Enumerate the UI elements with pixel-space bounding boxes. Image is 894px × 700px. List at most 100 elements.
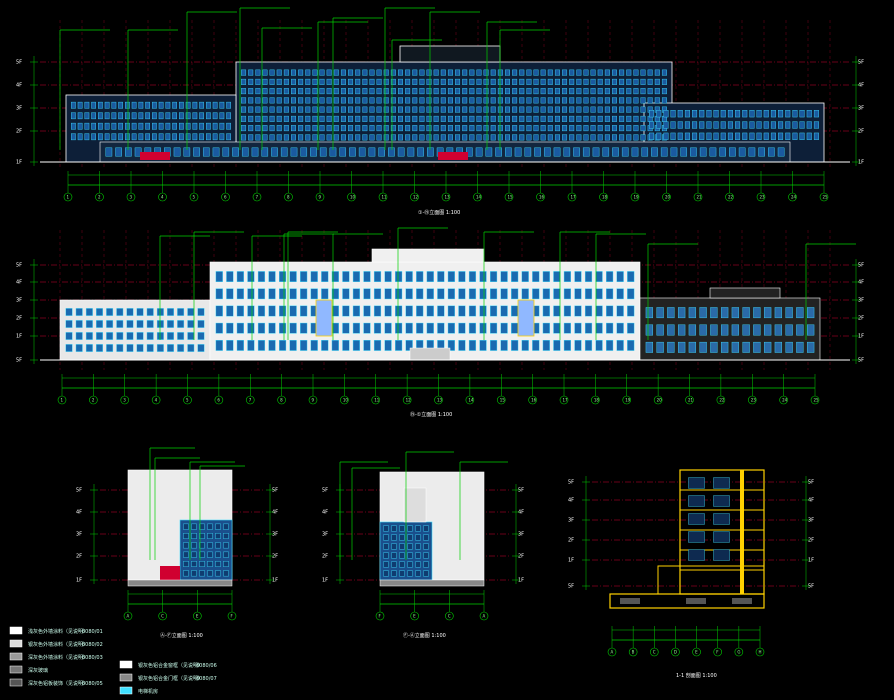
window xyxy=(462,115,468,122)
window xyxy=(395,288,403,300)
window xyxy=(562,106,568,113)
window xyxy=(298,125,304,132)
window xyxy=(106,332,114,340)
window xyxy=(778,121,784,129)
level-label: 1F xyxy=(272,578,278,584)
window xyxy=(407,525,413,532)
axis-label: 23 xyxy=(751,398,757,403)
window xyxy=(627,305,635,317)
window xyxy=(758,147,765,157)
window xyxy=(476,88,482,95)
axis-bubble xyxy=(788,192,797,202)
window xyxy=(222,147,230,157)
axis-label: 4 xyxy=(155,398,158,403)
window xyxy=(193,147,200,157)
window xyxy=(298,78,304,85)
window xyxy=(126,344,134,352)
window xyxy=(283,115,289,122)
window xyxy=(96,332,103,340)
window xyxy=(526,88,532,95)
window xyxy=(670,121,676,129)
window xyxy=(713,477,730,489)
window xyxy=(654,69,660,76)
axis-bubble xyxy=(123,611,133,621)
axis-label: 22 xyxy=(728,195,734,200)
axis-bubble xyxy=(315,192,325,202)
window xyxy=(542,305,550,317)
window xyxy=(191,523,197,530)
window xyxy=(278,271,287,282)
window xyxy=(85,320,93,328)
window xyxy=(497,115,503,122)
window xyxy=(179,133,184,141)
window xyxy=(319,78,325,85)
window xyxy=(699,341,707,353)
axis-bubble xyxy=(371,395,381,405)
window xyxy=(271,147,278,157)
axis-bubble xyxy=(649,647,659,657)
window xyxy=(348,106,354,113)
legend-swatch xyxy=(9,665,23,674)
window xyxy=(604,88,610,95)
window xyxy=(806,110,812,118)
window xyxy=(407,534,413,541)
window xyxy=(77,112,83,120)
window xyxy=(183,533,189,540)
window xyxy=(542,288,550,300)
window xyxy=(319,69,325,76)
window xyxy=(395,322,403,334)
axis-label: B xyxy=(632,650,635,655)
window xyxy=(514,147,522,157)
window xyxy=(574,305,582,317)
window xyxy=(415,525,421,532)
axis-label: 17 xyxy=(563,398,569,403)
axis-label: 23 xyxy=(760,195,766,200)
window xyxy=(383,525,389,532)
axis-label: 12 xyxy=(413,195,419,200)
window xyxy=(770,110,776,118)
window xyxy=(376,125,382,132)
window xyxy=(398,69,403,76)
window xyxy=(138,101,144,109)
window xyxy=(447,106,453,113)
window xyxy=(223,570,229,577)
legend-swatch xyxy=(9,639,23,648)
window xyxy=(735,121,741,129)
window xyxy=(156,332,164,340)
window xyxy=(447,115,453,122)
window xyxy=(511,305,519,317)
window xyxy=(692,110,698,118)
window xyxy=(199,122,204,130)
window xyxy=(595,288,603,300)
window xyxy=(479,340,487,351)
window xyxy=(207,533,213,540)
window xyxy=(462,97,468,104)
window xyxy=(547,106,553,113)
window xyxy=(688,341,697,353)
window xyxy=(458,288,466,300)
window xyxy=(469,88,475,95)
window xyxy=(806,341,815,353)
window xyxy=(199,561,205,568)
window xyxy=(590,97,596,104)
window xyxy=(512,88,518,95)
window xyxy=(426,78,432,85)
window xyxy=(647,69,653,76)
window xyxy=(397,147,405,157)
window xyxy=(415,543,421,550)
window xyxy=(376,115,382,122)
window xyxy=(333,78,339,85)
window xyxy=(106,308,114,316)
window xyxy=(219,133,225,141)
window xyxy=(185,133,191,141)
window xyxy=(606,340,614,351)
window xyxy=(699,307,707,319)
roof-penthouse xyxy=(371,248,485,263)
window xyxy=(604,115,610,122)
window xyxy=(276,106,282,113)
window xyxy=(340,134,346,141)
window xyxy=(469,115,475,122)
window xyxy=(792,132,798,140)
level-label: 4F xyxy=(272,510,278,516)
